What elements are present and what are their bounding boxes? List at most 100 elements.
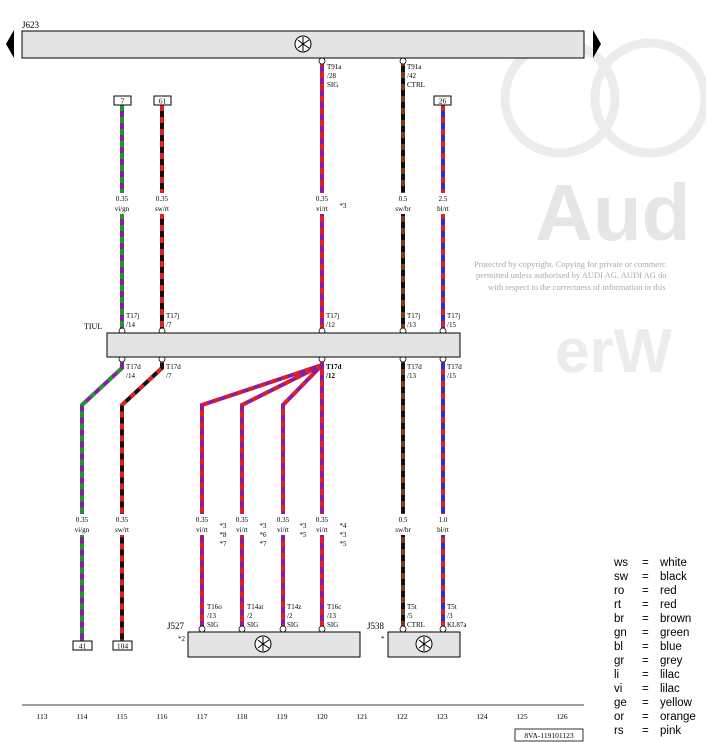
bottom-terminal-pin: T5t <box>447 603 457 611</box>
legend-color-name: pink <box>660 725 682 737</box>
legend-row: rs = pink <box>614 724 696 738</box>
top-terminal-pin: T91a <box>407 63 422 71</box>
j527-ecu-icon <box>254 635 272 653</box>
wire-note: *3 <box>340 531 348 539</box>
legend-code: sw <box>614 571 629 583</box>
legend-row: ge=yellow <box>614 696 696 710</box>
wire-note: *4 <box>340 522 348 530</box>
watermark-brand-2: erW <box>555 317 673 386</box>
top-terminals: T91a /28 SIG T91a /42 CTRL <box>327 63 425 89</box>
scale-number: 124 <box>476 712 488 721</box>
scale-number: 126 <box>556 712 568 721</box>
wire-vi-rt-j527-3 <box>281 363 324 632</box>
wire-note: *3 <box>260 522 268 530</box>
j527-label: J527 <box>167 621 185 631</box>
ref-boxes-bottom: 41 104 <box>72 640 133 651</box>
bottom-terminal-pin: T14at <box>247 603 263 611</box>
copyright-line-3: with respect to the correctness of infor… <box>488 282 666 292</box>
wire-size: 0.35 <box>316 195 329 203</box>
scale-number: 121 <box>356 712 368 721</box>
scale-number: 113 <box>37 712 48 721</box>
legend-color-name: red <box>660 585 677 597</box>
label-gap <box>192 514 212 535</box>
wire-note: *3 <box>300 522 308 530</box>
legend-eq: = <box>642 627 649 639</box>
right-continuation-arrow <box>593 30 601 58</box>
j538-unit: J538 * <box>367 621 461 658</box>
legend-eq: = <box>642 599 649 611</box>
wire-note: *3 <box>220 522 228 530</box>
tiul-connector: TIUL <box>84 322 461 358</box>
legend-code: rs <box>614 725 624 737</box>
legend-color-name: black <box>660 571 687 583</box>
label-gap <box>72 514 92 535</box>
wire-size: 2.5 <box>439 195 448 203</box>
legend-eq: = <box>642 711 649 723</box>
legend-code: br <box>614 613 625 625</box>
tiul-pin-num: /15 <box>447 372 456 380</box>
legend-color-name: brown <box>660 613 692 625</box>
wire-note: *6 <box>260 531 268 539</box>
j527-terminal <box>318 625 326 633</box>
legend-code: li <box>614 669 620 681</box>
legend-eq: = <box>642 725 649 737</box>
wire-color: vi/gn <box>115 205 130 213</box>
scale-number: 115 <box>117 712 128 721</box>
top-terminal-sig: SIG <box>327 81 338 89</box>
ref-box-41: 41 <box>79 642 87 651</box>
wire-note: *8 <box>220 531 228 539</box>
scale-number: 118 <box>237 712 248 721</box>
top-terminal-num: /28 <box>327 72 336 80</box>
tiul-pin: T17j <box>166 312 179 320</box>
j623-unit: J623 <box>6 20 601 59</box>
color-legend: ws=white sw=black ro=red rt=red br=brown… <box>614 556 696 738</box>
scale-numbers: 113 114 115 116 117 118 119 120 121 122 … <box>37 712 568 721</box>
audi-ring-2 <box>590 38 706 158</box>
top-terminal-num: /42 <box>407 72 416 80</box>
legend-eq: = <box>642 697 649 709</box>
legend-eq: = <box>642 683 649 695</box>
watermark-copyright: Protected by copyright. Copying for priv… <box>474 259 667 292</box>
bottom-terminal-num: /2 <box>287 612 293 620</box>
scale-number: 122 <box>396 712 408 721</box>
j623-label: J623 <box>22 20 40 30</box>
wire-size: 0.35 <box>116 195 129 203</box>
label-gap <box>433 193 453 214</box>
top-terminal-pin: T91a <box>327 63 342 71</box>
tiul-pin: T17d <box>447 363 462 371</box>
watermark <box>500 38 706 158</box>
tiul-label: TIUL <box>84 322 102 331</box>
wire-specs-lower: 0.35 vi/gn 0.35 sw/rt 0.35 vi/rt *3 *8 *… <box>75 516 449 548</box>
j527-terminal <box>198 625 206 633</box>
ref-box-104: 104 <box>117 642 129 651</box>
wire-vi-gn-lower <box>80 357 124 641</box>
wire-note: *7 <box>260 540 268 548</box>
wire-size: 0.35 <box>76 516 89 524</box>
wire-sw-rt-lower <box>120 357 164 641</box>
legend-row: gn=green <box>614 626 696 640</box>
wire-note: *7 <box>220 540 228 548</box>
bottom-terminal-num: /13 <box>207 612 216 620</box>
tiul-pin: T17d <box>326 363 342 371</box>
bottom-terminal-num: /13 <box>327 612 336 620</box>
tiul-pin: T17j <box>407 312 420 320</box>
legend-eq: = <box>642 557 649 569</box>
wire-size: 0.35 <box>316 516 329 524</box>
j527-terminal <box>279 625 287 633</box>
scale-number: 114 <box>77 712 88 721</box>
scale-number: 119 <box>277 712 288 721</box>
legend-color-name: yellow <box>660 697 692 709</box>
bottom-terminal-sig: SIG <box>207 621 218 629</box>
bottom-terminal-num: /2 <box>247 612 253 620</box>
wire-vi-rt-j527-2-stripe <box>240 363 323 632</box>
label-gap <box>232 514 252 535</box>
wire-color: vi/rt <box>236 526 248 534</box>
scale-number: 123 <box>436 712 448 721</box>
legend-row: li=lilac <box>614 668 696 682</box>
legend-color-name: white <box>660 557 687 569</box>
tiul-pin: T17j <box>126 312 139 320</box>
tiul-pin: T17j <box>326 312 339 320</box>
wire-color: vi/rt <box>316 205 328 213</box>
scale-number: 125 <box>516 712 528 721</box>
wire-note: *5 <box>300 531 308 539</box>
